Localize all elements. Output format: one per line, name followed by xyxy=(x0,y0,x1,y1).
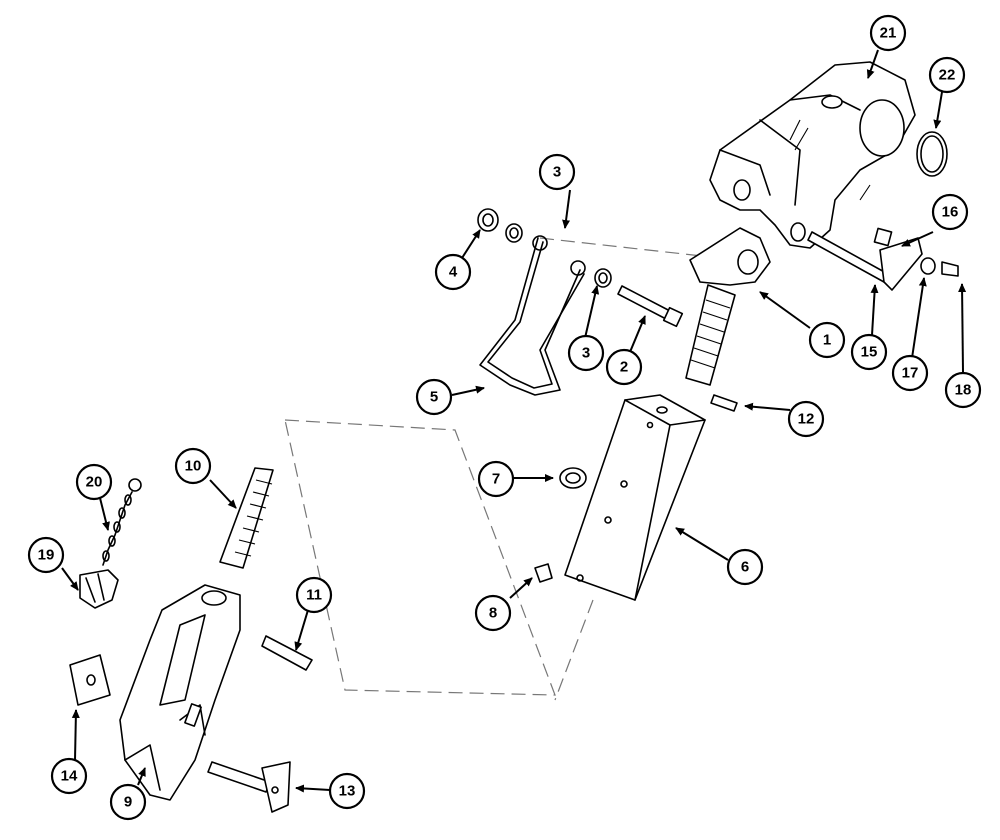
callout-label: 16 xyxy=(942,204,959,221)
callout-c14: 14 xyxy=(50,757,88,795)
callout-label: 18 xyxy=(955,382,972,399)
plate-part xyxy=(69,654,111,706)
callout-c21: 21 xyxy=(869,14,907,52)
callout-c13: 13 xyxy=(328,772,366,810)
callout-label: 15 xyxy=(861,344,878,361)
lift-arm-bracket-part xyxy=(709,61,916,249)
locking-pin-assembly-part xyxy=(807,227,959,291)
grease-fitting-part xyxy=(534,563,553,583)
bushing-part xyxy=(559,467,587,489)
callout-c12: 12 xyxy=(787,400,825,438)
callout-label: 22 xyxy=(939,67,956,84)
callout-c4: 4 xyxy=(434,253,472,291)
callout-label: 5 xyxy=(430,389,438,406)
assembly-guide-lines xyxy=(284,237,721,701)
callout-label: 12 xyxy=(798,411,815,428)
callout-c15: 15 xyxy=(850,333,888,371)
square-tube-part xyxy=(564,394,706,601)
retaining-ring-part xyxy=(916,131,948,177)
callout-label: 20 xyxy=(86,474,103,491)
callout-label: 7 xyxy=(492,471,500,488)
nut-part xyxy=(477,208,499,232)
callout-label: 1 xyxy=(823,332,831,349)
callout-c5: 5 xyxy=(415,378,453,416)
callout-c16: 16 xyxy=(931,193,969,231)
callout-c2: 2 xyxy=(605,348,643,386)
lynch-pin-chain-part xyxy=(79,478,142,609)
washer-part xyxy=(505,223,612,288)
callout-label: 21 xyxy=(880,25,897,42)
threaded-rod-part xyxy=(219,467,274,569)
roll-pin-part xyxy=(710,394,738,412)
callout-label: 3 xyxy=(553,164,561,181)
callout-label: 4 xyxy=(449,264,458,281)
wire-handle-part xyxy=(479,235,586,396)
adjusting-lever-part xyxy=(685,227,771,386)
callout-c10: 10 xyxy=(174,447,212,485)
callout-label: 9 xyxy=(124,794,132,811)
callout-label: 6 xyxy=(741,559,749,576)
callout-c17: 17 xyxy=(891,354,929,392)
callout-label: 13 xyxy=(339,783,356,800)
callout-label: 14 xyxy=(61,768,78,785)
callout-c22: 22 xyxy=(928,56,966,94)
callout-c11: 11 xyxy=(295,576,333,614)
callout-c19: 19 xyxy=(27,536,65,574)
callout-label: 10 xyxy=(185,458,202,475)
callout-c1: 1 xyxy=(808,321,846,359)
bolt-part xyxy=(617,285,684,328)
callout-c3b: 3 xyxy=(567,334,605,372)
callout-c9: 9 xyxy=(109,783,147,821)
callout-c8: 8 xyxy=(474,594,512,632)
callout-label: 11 xyxy=(306,587,322,604)
callout-label: 19 xyxy=(38,547,55,564)
callout-c6: 6 xyxy=(726,548,764,586)
pin-part xyxy=(261,635,313,671)
callout-leaders xyxy=(61,49,967,793)
clevis-yoke-part xyxy=(119,584,241,801)
callout-c7: 7 xyxy=(477,460,515,498)
clevis-pin-part xyxy=(207,761,291,813)
callout-label: 2 xyxy=(620,359,628,376)
callout-label: 8 xyxy=(489,605,497,622)
callout-label: 3 xyxy=(582,345,590,362)
callout-label: 17 xyxy=(902,365,919,382)
callout-c18: 18 xyxy=(944,371,982,409)
callout-c3a: 3 xyxy=(538,153,576,191)
callout-c20: 20 xyxy=(75,463,113,501)
